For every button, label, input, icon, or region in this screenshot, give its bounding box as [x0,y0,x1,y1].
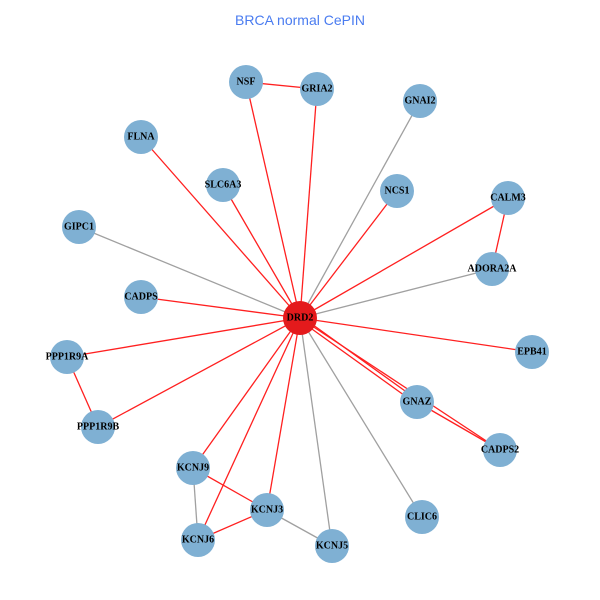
node-ppp1r9b[interactable]: PPP1R9B [77,410,120,444]
edge-drd2-gnaz [300,315,419,401]
edge-drd2-gria2 [299,88,318,319]
node-label: SLC6A3 [205,180,242,191]
node-gipc1[interactable]: GIPC1 [62,210,96,244]
node-circle [283,301,317,335]
node-label: KCNJ3 [251,505,283,516]
node-label: CADPS2 [481,445,519,456]
node-label: EPB41 [517,347,546,358]
node-adora2a[interactable]: ADORA2A [468,252,518,286]
node-circle [124,280,158,314]
node-label: DRD2 [287,313,314,324]
node-ncs1[interactable]: NCS1 [380,174,414,208]
edge-drd2-kcnj3 [266,317,301,511]
node-circle [400,385,434,419]
node-label: GNAZ [403,397,432,408]
node-circle [181,523,215,557]
node-label: ADORA2A [468,264,518,275]
node-circle [475,252,509,286]
node-ppp1r9a[interactable]: PPP1R9A [46,340,90,374]
edge-drd2-kcnj9 [192,317,301,469]
node-circle [300,72,334,106]
node-label: GRIA2 [301,84,332,95]
node-circle [250,493,284,527]
edge-drd2-flna [140,136,301,319]
edge-drd2-cadps [140,296,301,319]
edge-drd2-kcnj6 [197,317,301,541]
node-flna[interactable]: FLNA [124,120,158,154]
node-label: CADPS [124,292,158,303]
node-cadps[interactable]: CADPS [124,280,158,314]
edge-drd2-gipc1 [78,226,301,319]
node-circle [405,500,439,534]
node-label: PPP1R9B [77,422,120,433]
node-label: GIPC1 [64,222,94,233]
node-clic6[interactable]: CLIC6 [405,500,439,534]
edge-drd2-calm3 [299,197,509,319]
node-gnaz[interactable]: GNAZ [400,385,434,419]
chart-title: BRCA normal CePIN [235,12,365,28]
edge-drd2-ncs1 [299,190,398,319]
node-label: GNAI2 [404,96,435,107]
edge-drd2-gnai2 [299,100,421,319]
node-nsf[interactable]: NSF [229,65,263,99]
node-circle [403,84,437,118]
node-kcnj5[interactable]: KCNJ5 [315,529,349,563]
node-label: CLIC6 [407,512,437,523]
edge-drd2-ppp1r9b [97,317,301,428]
node-gria2[interactable]: GRIA2 [300,72,334,106]
node-slc6a3[interactable]: SLC6A3 [205,168,242,202]
node-calm3[interactable]: CALM3 [490,181,526,215]
node-gnai2[interactable]: GNAI2 [403,84,437,118]
edge-drd2-cadps2 [299,317,501,451]
edge-drd2-epb41 [299,317,533,353]
node-label: KCNJ6 [182,535,214,546]
node-circle [81,410,115,444]
edge-drd2-kcnj5 [299,317,333,547]
edge-drd2-clic6 [299,317,423,518]
node-kcnj6[interactable]: KCNJ6 [181,523,215,557]
node-drd2[interactable]: DRD2 [283,301,317,335]
node-circle [483,433,517,467]
edge-drd2-slc6a3 [222,184,301,319]
node-circle [491,181,525,215]
node-circle [380,174,414,208]
node-label: FLNA [127,132,155,143]
node-label: KCNJ5 [316,541,348,552]
node-circle [124,120,158,154]
node-cadps2[interactable]: CADPS2 [481,433,519,467]
node-circle [515,335,549,369]
node-label: CALM3 [490,193,526,204]
node-epb41[interactable]: EPB41 [515,335,549,369]
node-circle [176,451,210,485]
edge-drd2-nsf [245,81,301,319]
node-label: KCNJ9 [177,463,209,474]
node-circle [229,65,263,99]
node-kcnj3[interactable]: KCNJ3 [250,493,284,527]
node-kcnj9[interactable]: KCNJ9 [176,451,210,485]
edge-drd2-ppp1r9a [66,317,301,358]
node-circle [62,210,96,244]
node-circle [315,529,349,563]
node-label: NCS1 [384,186,409,197]
node-circle [50,340,84,374]
node-label: PPP1R9A [46,352,90,363]
edge-drd2-gnaz [298,319,417,405]
edge-drd2-adora2a [299,268,493,319]
node-circle [206,168,240,202]
node-label: NSF [237,77,256,88]
